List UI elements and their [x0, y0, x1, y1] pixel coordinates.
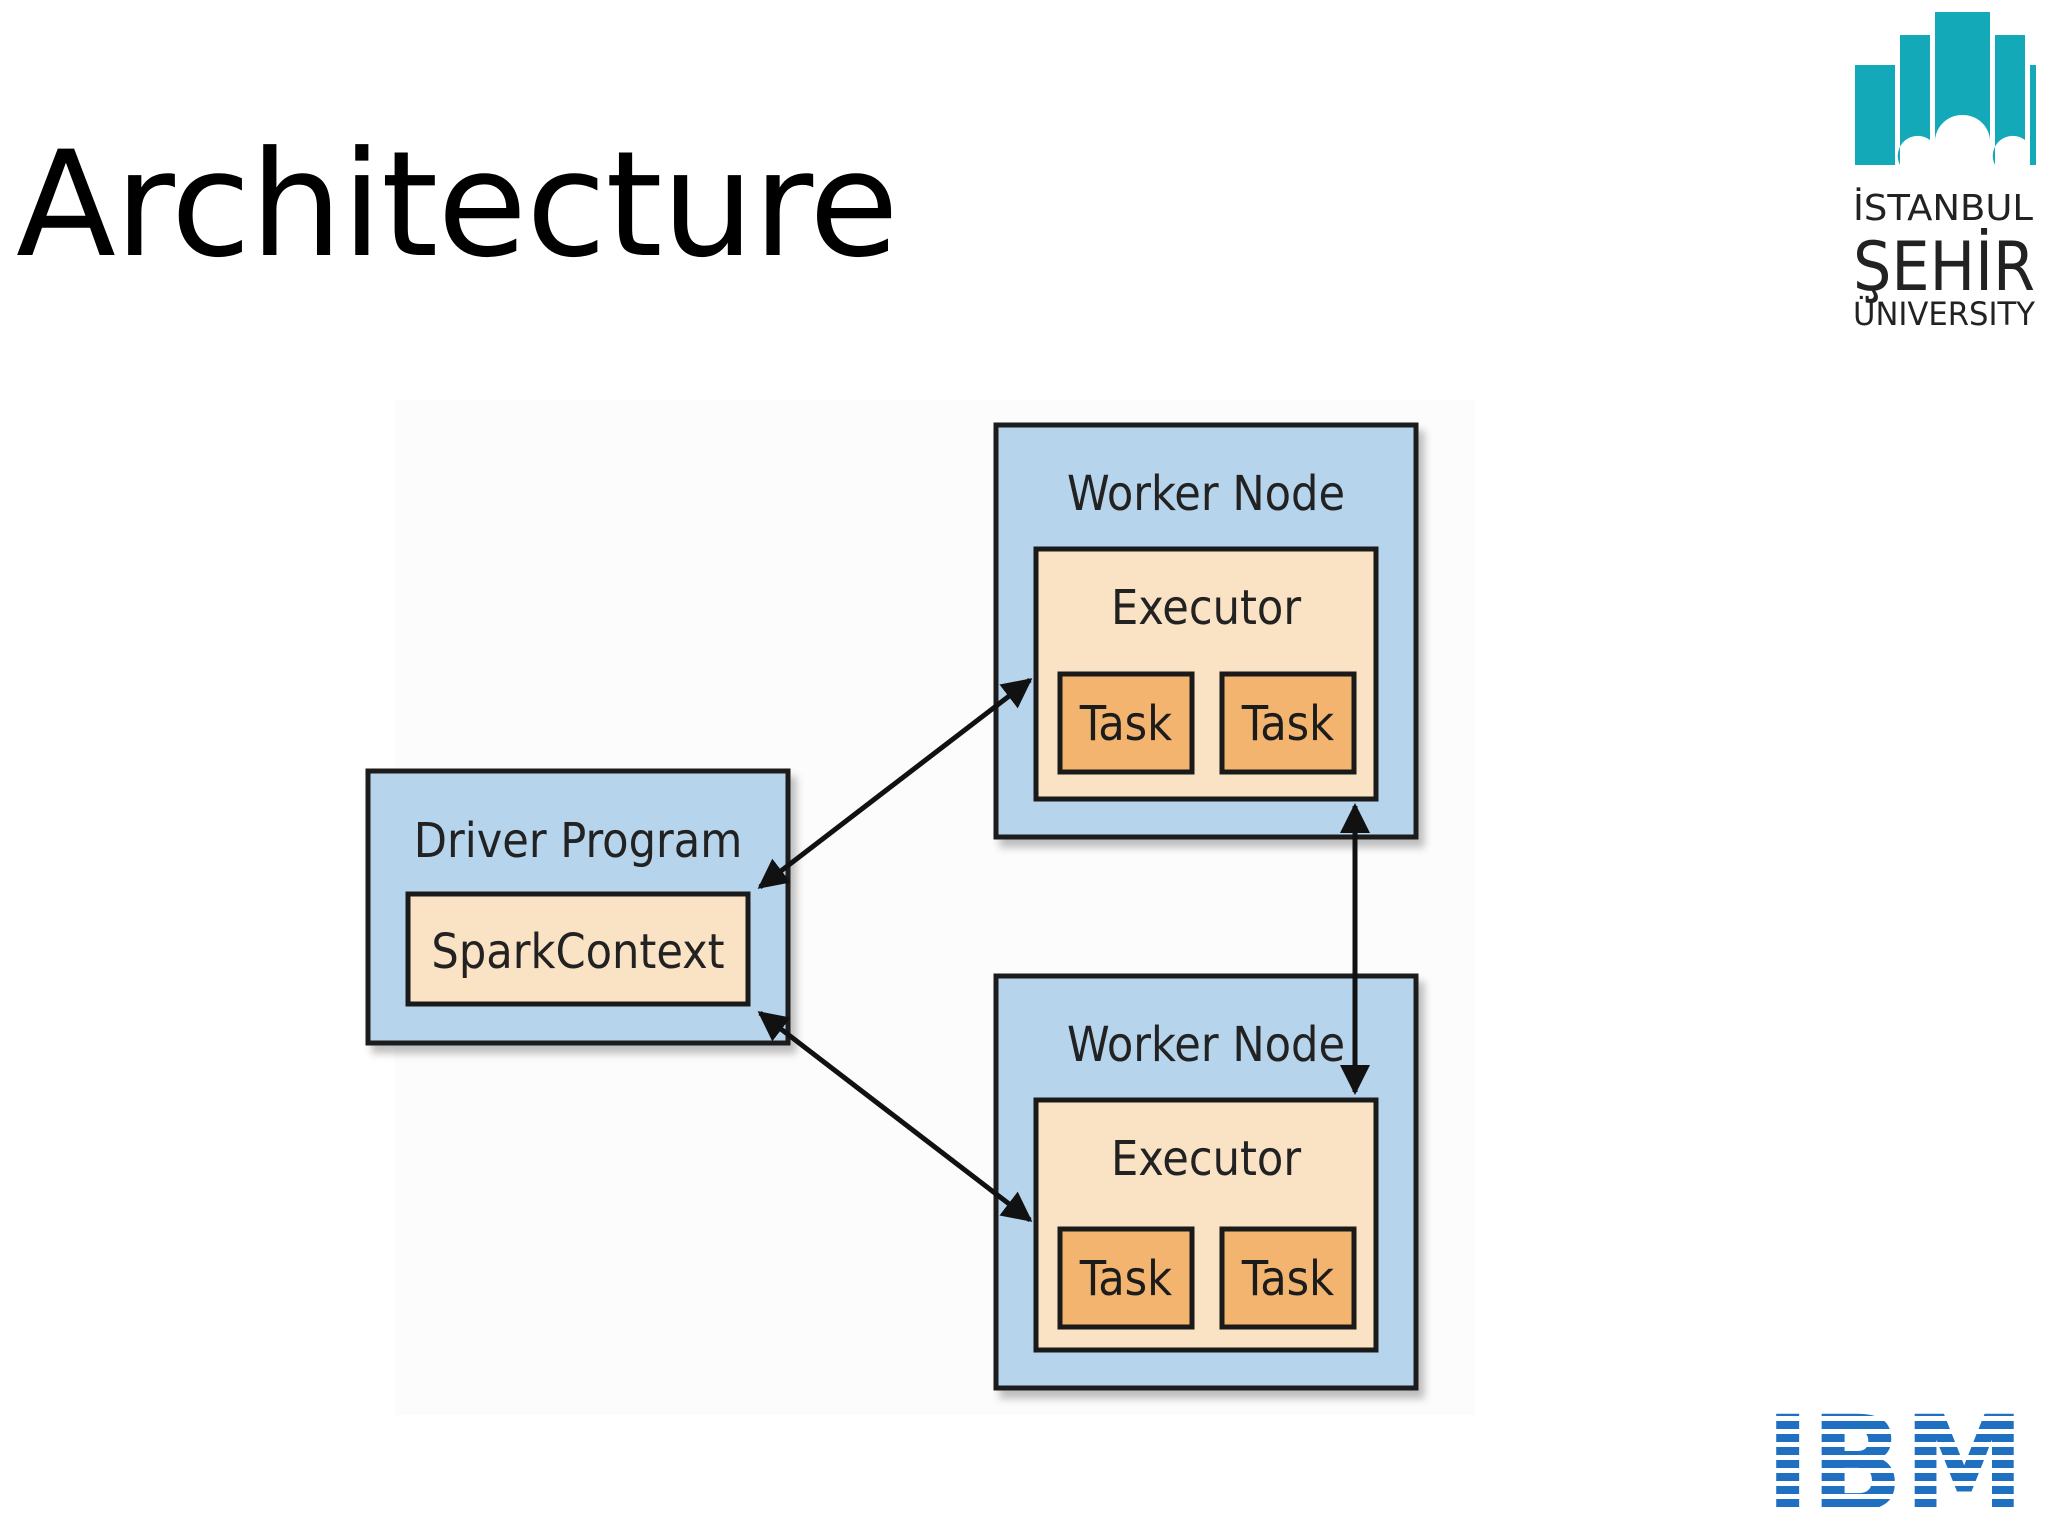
arrow-driver-worker-1 — [757, 678, 1033, 889]
task-box: Task — [1219, 671, 1357, 775]
executor-1-label: Executor — [1111, 580, 1301, 636]
executor-2-label: Executor — [1111, 1131, 1301, 1187]
worker-node-2-label: Worker Node — [1067, 1017, 1345, 1073]
worker-node-1: Worker Node Executor Task Task — [993, 422, 1419, 840]
executor-1-box: Executor Task Task — [1033, 546, 1379, 802]
task-box: Task — [1057, 671, 1195, 775]
university-logo-mark-icon — [1855, 12, 2036, 165]
task-box: Task — [1219, 1226, 1357, 1330]
arrow-driver-worker-2 — [757, 1011, 1033, 1222]
task-label: Task — [1079, 696, 1172, 752]
university-logo-line1: İSTANBUL — [1853, 187, 2033, 229]
university-logo-line3: ÜNIVERSITY — [1853, 295, 2035, 333]
driver-program-label: Driver Program — [414, 813, 743, 869]
spark-context-label: SparkContext — [431, 924, 724, 980]
executor-2-box: Executor Task Task — [1033, 1097, 1379, 1353]
university-logo-line2: ŞEHİR — [1853, 228, 2035, 307]
task-label: Task — [1241, 696, 1334, 752]
driver-program-node: Driver Program SparkContext — [365, 768, 791, 1046]
ibm-logo-text: IBM — [1765, 1388, 2025, 1536]
task-label: Task — [1079, 1251, 1172, 1307]
ibm-logo: IBM — [1765, 1388, 2025, 1536]
worker-node-2: Worker Node Executor Task Task — [993, 973, 1419, 1391]
spark-context-box: SparkContext — [405, 891, 751, 1007]
slide-title: Architecture — [16, 120, 899, 290]
task-label: Task — [1241, 1251, 1334, 1307]
task-box: Task — [1057, 1226, 1195, 1330]
university-logo: İSTANBUL ŞEHİR ÜNIVERSITY — [1853, 12, 2036, 333]
worker-node-1-label: Worker Node — [1067, 466, 1345, 522]
